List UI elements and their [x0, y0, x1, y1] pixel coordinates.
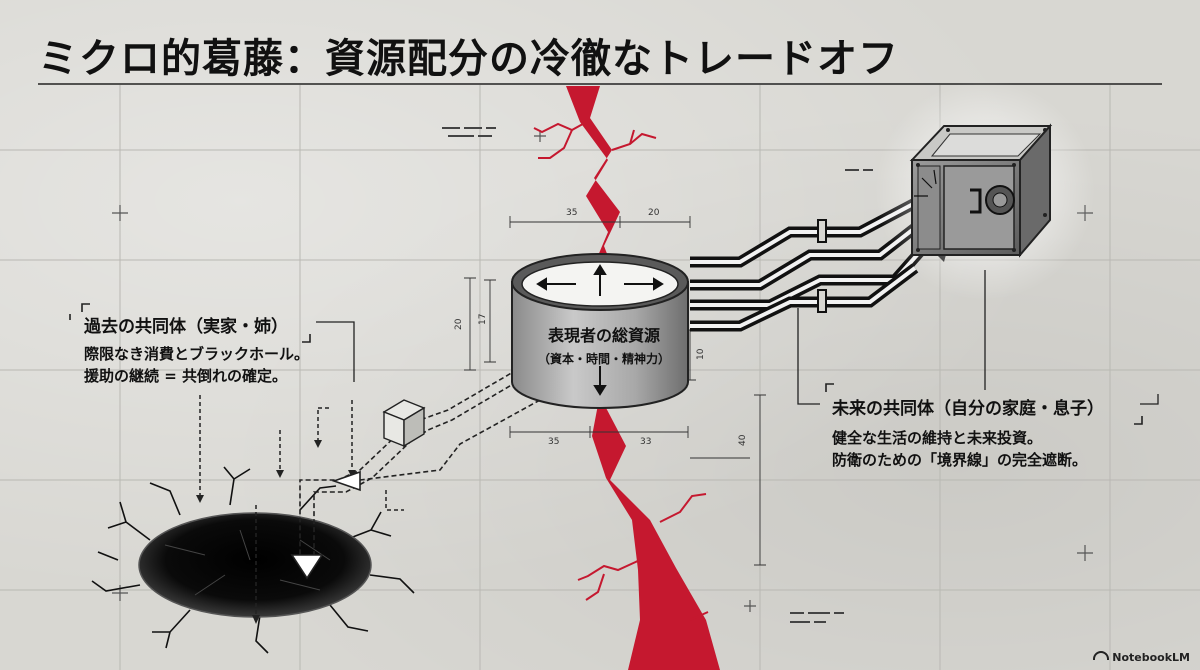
- vault-safe: [875, 80, 1095, 300]
- future-community-note: 健全な生活の維持と未来投資。 防衛のための「境界線」の完全遮断。: [832, 427, 1087, 471]
- page-title: ミクロ的葛藤：資源配分の冷徹なトレードオフ: [38, 36, 899, 82]
- dim-label-left-inner: 17: [478, 314, 488, 325]
- dim-label-top-left: 35: [566, 208, 577, 218]
- tank-label: 表現者の総資源 （資本・時間・精神力）: [518, 322, 690, 367]
- dim-label-right: 10: [696, 348, 706, 360]
- drain-arrowheads: [196, 440, 356, 624]
- dim-label-far-right: 40: [738, 434, 748, 446]
- future-heading-brackets: [825, 383, 1143, 425]
- past-heading-brackets: [69, 303, 311, 343]
- dimension-labels: 35 20 20 17 10 35 33 40: [454, 208, 748, 447]
- dim-label-bottom-left: 35: [548, 437, 559, 447]
- blueprint-dash-marks: [442, 127, 873, 623]
- black-hole: [91, 466, 415, 654]
- past-community-heading: 過去の共同体（実家・姉）: [84, 317, 288, 337]
- callout-connectors: [316, 270, 1159, 405]
- watermark-text: NotebookLM: [1112, 651, 1190, 664]
- pipe-break-marks: [817, 219, 827, 313]
- resource-tank: [511, 253, 689, 409]
- dim-label-bottom-right: 33: [640, 437, 651, 447]
- tank-sub-label: （資本・時間・精神力）: [537, 352, 670, 366]
- tank-main-label: 表現者の総資源: [547, 326, 660, 345]
- dimension-lines: [464, 216, 766, 566]
- dim-label-top-right: 20: [648, 208, 660, 218]
- drain-arrows: [199, 395, 404, 615]
- notebooklm-watermark: NotebookLM: [1093, 651, 1190, 664]
- past-community-line-2: 援助の継続 = 共倒れの確定。: [84, 367, 288, 385]
- future-community-line-2: 防衛のための「境界線」の完全遮断。: [832, 451, 1088, 469]
- future-community-line-1: 健全な生活の維持と未来投資。: [832, 429, 1043, 447]
- future-community-heading: 未来の共同体（自分の家庭・息子）: [832, 399, 1104, 419]
- dim-label-left-outer: 20: [454, 318, 464, 330]
- past-community-line-1: 際限なき消費とブラックホール。: [84, 345, 310, 363]
- past-community-note: 際限なき消費とブラックホール。 援助の継続 = 共倒れの確定。: [84, 343, 309, 387]
- valve-block: [382, 399, 426, 448]
- notebooklm-logo-icon: [1093, 651, 1110, 660]
